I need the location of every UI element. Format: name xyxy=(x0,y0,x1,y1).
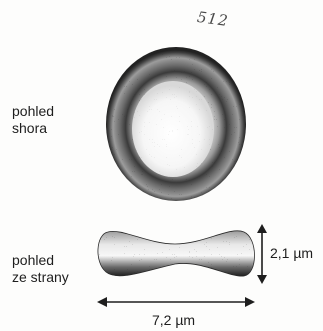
side-view-stipple xyxy=(98,231,255,276)
top-view-center-stipple xyxy=(132,81,214,177)
top-view-cell xyxy=(106,47,246,201)
thickness-label: 2,1 µm xyxy=(270,245,313,261)
diameter-arrow xyxy=(97,297,255,307)
side-view-cell xyxy=(98,231,255,276)
thickness-arrow xyxy=(257,224,267,284)
diameter-label: 7,2 µm xyxy=(152,312,195,328)
